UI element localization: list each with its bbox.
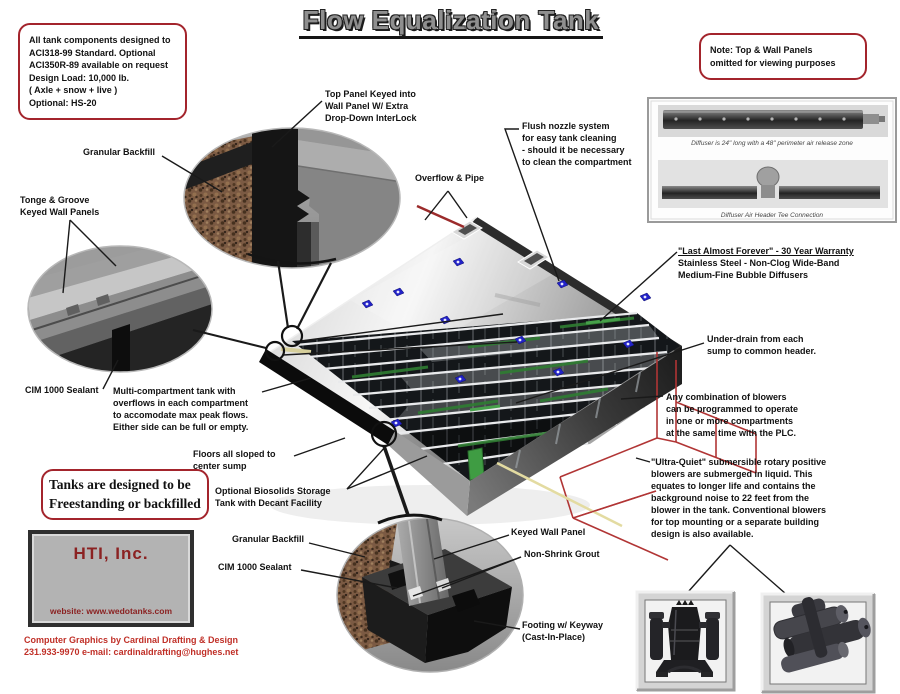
label-any-combination-plc: Any combination of blowers can be progra… <box>666 392 799 438</box>
label-overflow-pipe: Overflow & Pipe <box>415 173 485 183</box>
tank-front-right-face <box>467 346 682 516</box>
label-diffuser-warranty: "Last Almost Forever" - 30 Year Warranty… <box>678 233 854 293</box>
yellow-pipe <box>496 461 623 528</box>
leader-lines <box>62 100 787 630</box>
label-floors-sloped: Floors all sloped to center sump <box>193 449 276 471</box>
label-footing-keyway: Footing w/ Keyway (Cast-In-Place) <box>522 620 604 642</box>
credits-text: Computer Graphics by Cardinal Drafting &… <box>24 635 239 657</box>
tank-front-left-edge <box>259 349 395 445</box>
tank-3d-illustration <box>259 204 757 561</box>
detail-corner-joint <box>183 127 401 269</box>
tank-ground-shadow <box>270 485 590 525</box>
freestanding-callout: Tanks are designed to be Freestanding or… <box>41 469 209 520</box>
label-granular-backfill-top: Granular Backfill <box>83 147 156 157</box>
underdrain-piping <box>559 352 757 561</box>
diffuser-caption-bottom: Diffuser Air Header Tee Connection <box>720 212 824 219</box>
diffuser-caption-top: Diffuser is 24" long with a 48" perimete… <box>691 140 853 147</box>
detail-footing <box>336 513 524 673</box>
label-non-shrink-grout: Non-Shrink Grout <box>524 549 600 559</box>
compartment-walls <box>295 311 678 466</box>
label-warranty-body: Stainless Steel - Non-Clog Wide-Band Med… <box>678 258 840 280</box>
page-title: Flow Equalization Tank <box>285 5 617 39</box>
company-logo-box: HTI, Inc. website: www.wedotanks.com <box>28 530 194 627</box>
label-cim-sealant-bottom: CIM 1000 Sealant <box>218 562 292 572</box>
deck-hatches <box>451 220 550 270</box>
company-website: website: www.wedotanks.com <box>49 606 173 616</box>
tank-front-left-face <box>388 431 470 516</box>
label-cim-sealant-left: CIM 1000 Sealant <box>25 385 99 395</box>
label-top-panel-keyed: Top Panel Keyed into Wall Panel W/ Extra… <box>325 89 417 123</box>
overflow-pipe-graphic <box>416 204 465 229</box>
detail-panel-joint <box>27 245 213 373</box>
label-multi-compartment: Multi-compartment tank with overflows in… <box>113 386 249 432</box>
submersible-blower-photo <box>635 590 736 692</box>
company-name: HTI, Inc. <box>73 544 149 563</box>
rotary-blower-photo <box>760 592 876 694</box>
label-warranty-title: "Last Almost Forever" - 30 Year Warranty <box>678 246 854 256</box>
tank-compartments <box>292 311 680 481</box>
label-granular-backfill-bottom: Granular Backfill <box>232 534 305 544</box>
label-keyed-wall-panel: Keyed Wall Panel <box>511 527 586 537</box>
label-optional-biosolids: Optional Biosolids Storage Tank with Dec… <box>215 486 331 508</box>
label-flush-nozzle: Flush nozzle system for easy tank cleani… <box>522 121 632 167</box>
aci-standards-callout: All tank components designed to ACI318-9… <box>18 23 187 120</box>
label-ultra-quiet-blowers: "Ultra-Quiet" submersible rotary positiv… <box>651 457 827 539</box>
label-tongue-groove-panels: Tonge & Groove Keyed Wall Panels <box>20 195 100 217</box>
label-under-drain: Under-drain from each sump to common hea… <box>707 334 817 356</box>
viewing-note-callout: Note: Top & Wall Panels omitted for view… <box>699 33 867 80</box>
diffuser-photo-panel <box>647 97 897 223</box>
zoom-marker-circles <box>264 324 398 448</box>
